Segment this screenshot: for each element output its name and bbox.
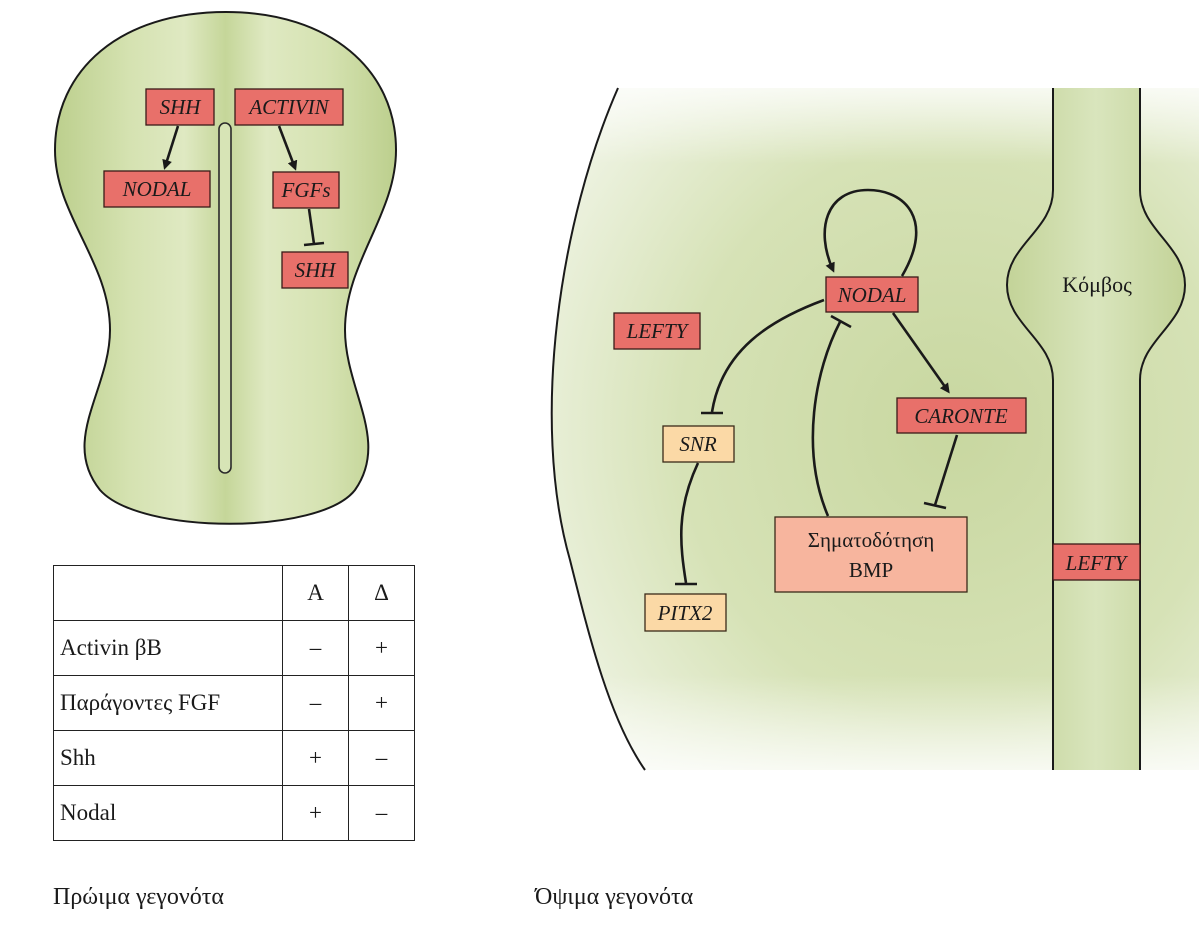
caption-late-events: Όψιμα γεγονότα [535, 884, 694, 910]
table-cell-d: + [348, 620, 415, 676]
table-cell-d: – [348, 785, 415, 841]
table-col-header-a: Α [282, 565, 349, 621]
early-gene-shh-bottom-label: SHH [295, 258, 338, 282]
late-gene-snr: SNR [662, 425, 735, 463]
table-row: Nodal + – [53, 785, 415, 841]
inhibit-nodal-to-snr [701, 298, 825, 415]
late-gene-bmp-label-line2: BMP [849, 558, 893, 582]
late-gene-snr-label: SNR [679, 432, 717, 456]
caption-early-events: Πρώιμα γεγονότα [53, 884, 224, 910]
early-gene-nodal-label: NODAL [122, 177, 192, 201]
late-gene-lefty-node-label: LEFTY [1065, 551, 1129, 575]
late-gene-pitx2: PITX2 [644, 593, 727, 632]
early-gene-shh-top: SHH [145, 88, 215, 126]
early-gene-activin-label: ACTIVIN [247, 95, 329, 119]
table-row: Activin βB – + [53, 620, 415, 676]
table-cell-a: + [282, 785, 349, 841]
late-gene-lefty-left: LEFTY [613, 312, 701, 350]
table-cell-a: – [282, 620, 349, 676]
early-gene-fgfs: FGFs [272, 171, 340, 209]
inhibit-fgfs-to-shh [303, 208, 325, 247]
early-gene-shh-top-label: SHH [160, 95, 203, 119]
late-gene-bmp-label-line1: Σηματοδότηση [808, 528, 935, 552]
arrow-nodal-self-loop [823, 188, 918, 277]
inhibit-caronte-to-bmp [923, 434, 959, 510]
primitive-streak [218, 122, 232, 474]
table-col-header-d: Δ [348, 565, 415, 621]
table-cell-d: – [348, 730, 415, 786]
inhibit-snr-to-pitx2 [675, 462, 700, 586]
table-cell-a: + [282, 730, 349, 786]
table-row-label: Activin βB [53, 620, 283, 676]
inhibit-bmp-to-nodal [811, 314, 852, 517]
early-gene-activin: ACTIVIN [234, 88, 344, 126]
arrow-shh-to-nodal [162, 125, 180, 170]
arrow-activin-to-fgfs [277, 125, 298, 171]
table-row: Shh + – [53, 730, 415, 786]
early-gene-shh-bottom: SHH [281, 251, 349, 289]
table-row-label: Nodal [53, 785, 283, 841]
table-row-label: Παράγοντες FGF [53, 675, 283, 731]
late-gene-pitx2-label: PITX2 [657, 601, 713, 625]
table-row: Παράγοντες FGF – + [53, 675, 415, 731]
node-structure [1005, 88, 1187, 770]
late-gene-lefty-node: LEFTY [1052, 543, 1141, 581]
late-gene-nodal-label: NODAL [837, 283, 907, 307]
table-row-label: Shh [53, 730, 283, 786]
arrow-nodal-to-caronte [891, 312, 950, 394]
table-header-row: Α Δ [53, 565, 415, 621]
late-gene-lefty-left-label: LEFTY [626, 319, 690, 343]
early-gene-fgfs-label: FGFs [281, 178, 331, 202]
late-gene-caronte-label: CARONTE [914, 404, 1008, 428]
early-gene-nodal: NODAL [103, 170, 211, 208]
table-cell-a: – [282, 675, 349, 731]
late-gene-caronte: CARONTE [896, 397, 1027, 434]
late-gene-bmp-signaling: Σηματοδότηση BMP [774, 516, 968, 593]
table-cell-d: + [348, 675, 415, 731]
table-corner-cell [53, 565, 283, 621]
expression-table: Α Δ Activin βB – + Παράγοντες FGF – + Sh… [53, 565, 415, 841]
node-label: Κόμβος [1062, 272, 1132, 297]
late-gene-nodal: NODAL [825, 276, 919, 313]
